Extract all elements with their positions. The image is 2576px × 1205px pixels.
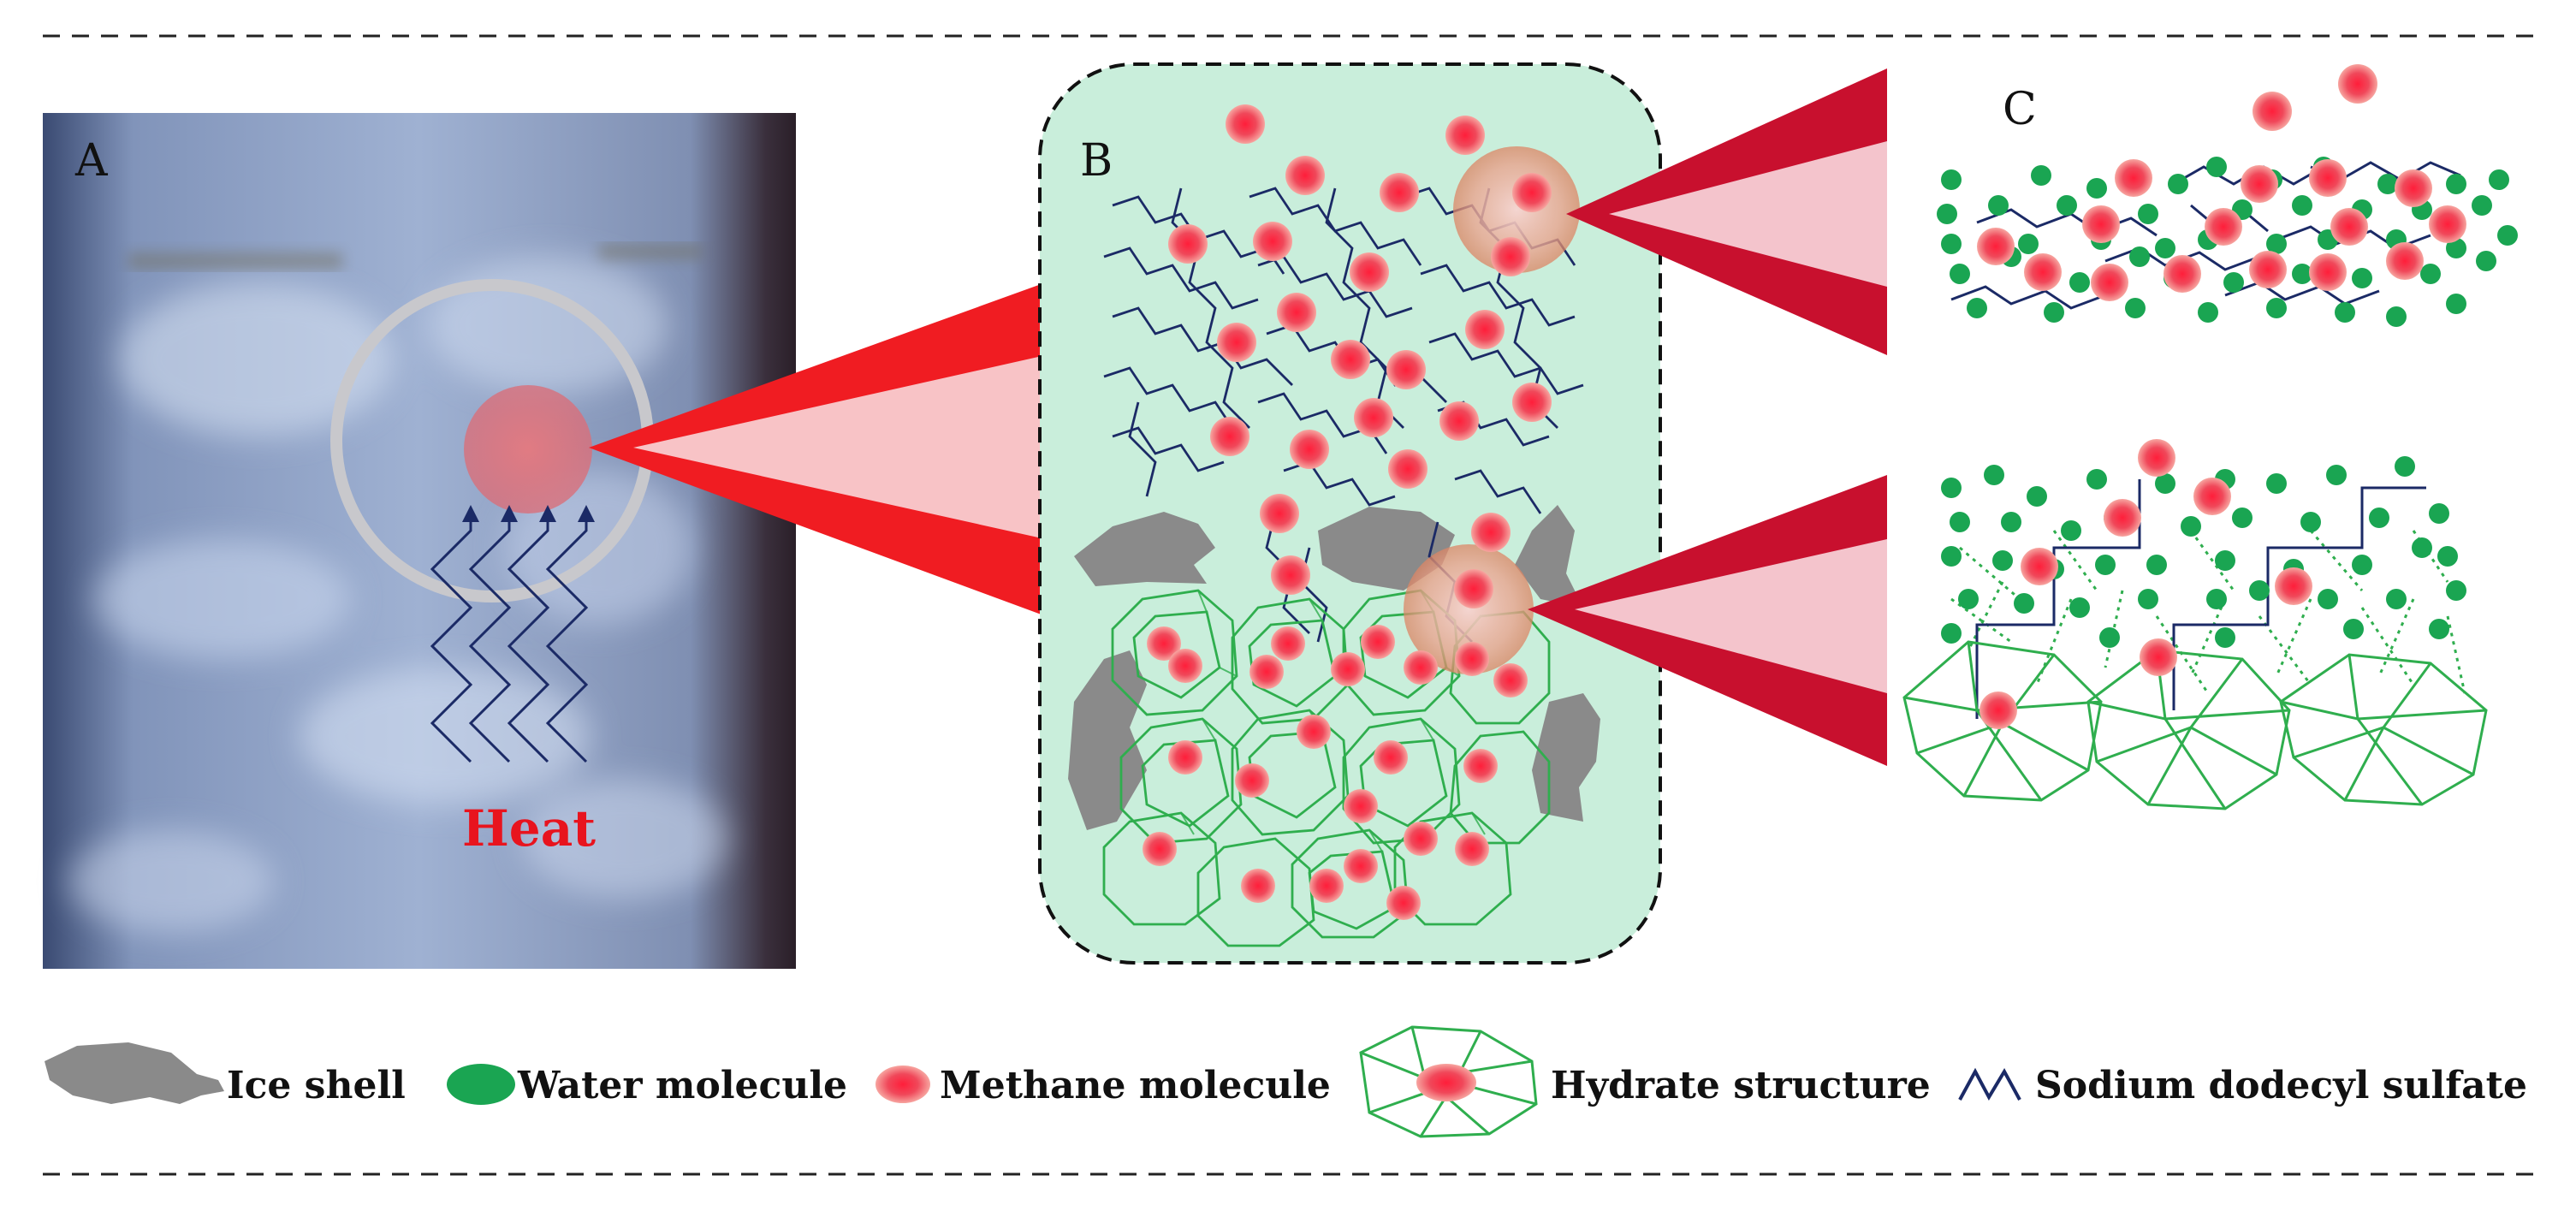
legend-ice-shell-icon (45, 1042, 224, 1104)
legend-methane-label: Methane molecule (940, 1064, 1331, 1107)
legend-ice-shell-label: Ice shell (227, 1064, 406, 1107)
legend: Ice shell Water molecule Methane molecul… (45, 1025, 2527, 1138)
heat-arrows (430, 518, 589, 763)
panel-a-letter: A (74, 135, 109, 187)
legend-water-icon (447, 1064, 515, 1105)
legend-sds-label: Sodium dodecyl sulfate (2035, 1064, 2527, 1107)
panel-b-methane-molecules (1143, 104, 1552, 920)
heat-arrowheads (462, 505, 595, 522)
panel-c: C (1902, 64, 2518, 810)
legend-methane-icon (875, 1066, 930, 1103)
legend-hydrate-methane-icon (1416, 1064, 1476, 1101)
zoom-wedge-b-to-c-lower (1528, 475, 1887, 766)
zoom-wedge-a-to-b (589, 282, 1046, 616)
legend-hydrate-label: Hydrate structure (1551, 1064, 1931, 1107)
heat-spot (464, 385, 592, 513)
panel-c-lower-sds-chains (1975, 479, 2426, 719)
heat-label: Heat (462, 799, 596, 858)
panel-a: A Heat (43, 113, 796, 969)
legend-water-label: Water molecule (517, 1064, 847, 1107)
methane-bubble-upper (1453, 146, 1580, 273)
methane-bubble-lower (1404, 544, 1534, 674)
photo-ice-texture (68, 257, 727, 933)
panel-c-lower-methane-molecules (1979, 439, 2312, 729)
panel-c-lower-hydrogen-bonds (1950, 530, 2466, 694)
panel-b-letter: B (1080, 135, 1113, 187)
photo-dark-bands (128, 244, 702, 270)
panel-c-lower-hydrate-cages (1902, 640, 2488, 810)
legend-sds-icon (1958, 1067, 2021, 1101)
panel-c-letter: C (2003, 84, 2037, 135)
panel-b: B (1038, 62, 1662, 965)
panel-c-upper-methane-molecules (1977, 64, 2466, 301)
zoom-wedge-b-to-c-upper (1566, 68, 1887, 355)
